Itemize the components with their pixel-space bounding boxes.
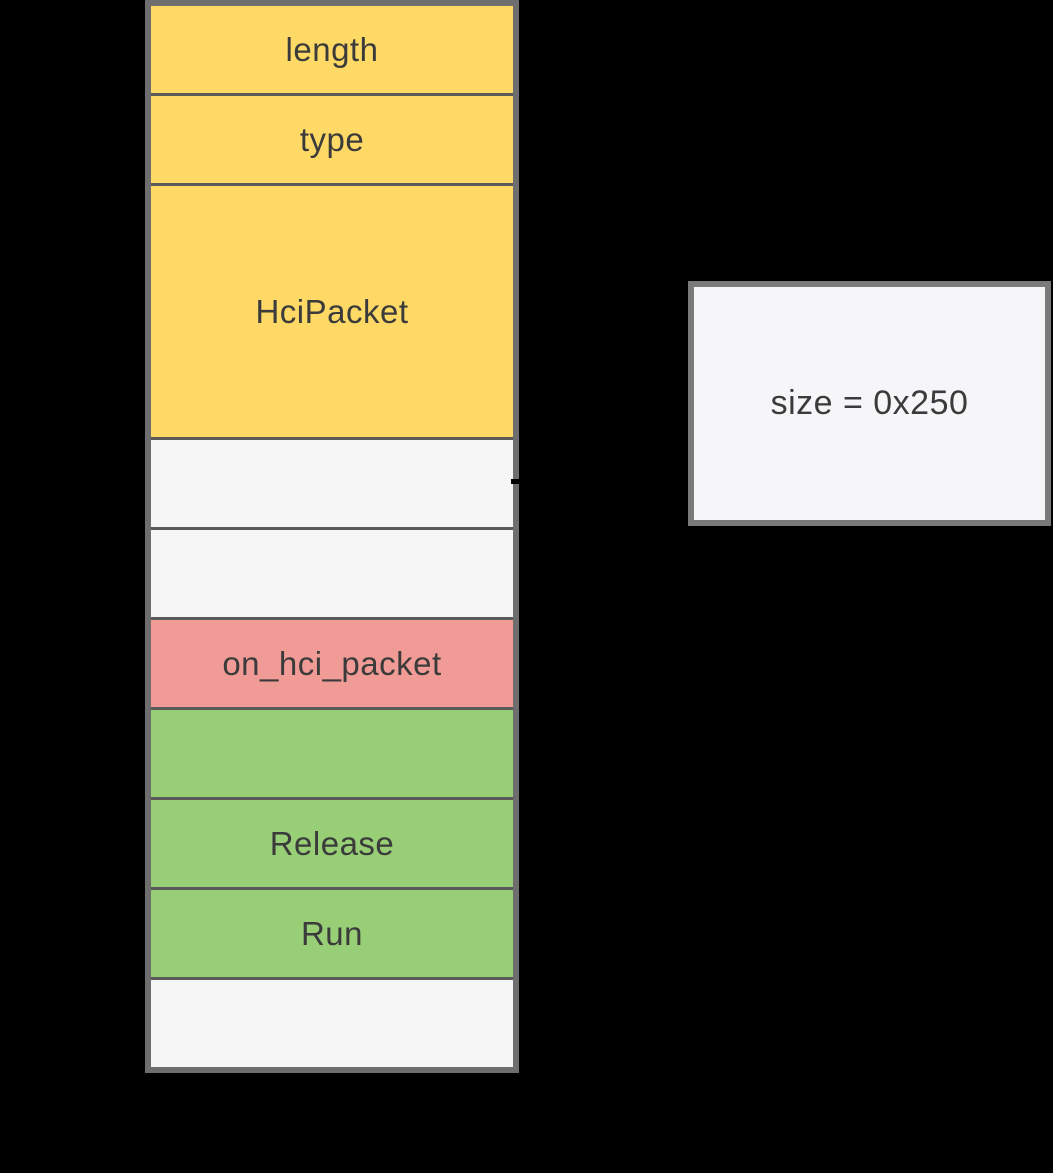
stack-row-length: length (151, 6, 513, 93)
stack-row-empty-6 (151, 710, 513, 797)
stack-row-Release: Release (151, 800, 513, 887)
stack-row-HciPacket: HciPacket (151, 186, 513, 437)
stack-row-label: length (285, 30, 379, 68)
arrow-head-icon (677, 474, 692, 489)
size-annotation-label: size = 0x250 (770, 384, 969, 422)
stack-row-label: Release (269, 824, 395, 862)
dashed-arrow (511, 474, 692, 489)
stack-row-Run: Run (151, 890, 513, 977)
stack-row-empty-4 (151, 530, 513, 617)
stack-row-label: Run (300, 914, 364, 952)
stack-row-type: type (151, 96, 513, 183)
stack-row-on_hci_packet: on_hci_packet (151, 620, 513, 707)
stack-row-label: on_hci_packet (222, 644, 442, 682)
size-annotation-box: size = 0x250 (688, 281, 1051, 526)
stack-row-empty-9 (151, 980, 513, 1067)
stack-row-label: type (299, 120, 365, 158)
stack-row-label: HciPacket (255, 292, 409, 330)
stack-row-empty-3 (151, 440, 513, 527)
